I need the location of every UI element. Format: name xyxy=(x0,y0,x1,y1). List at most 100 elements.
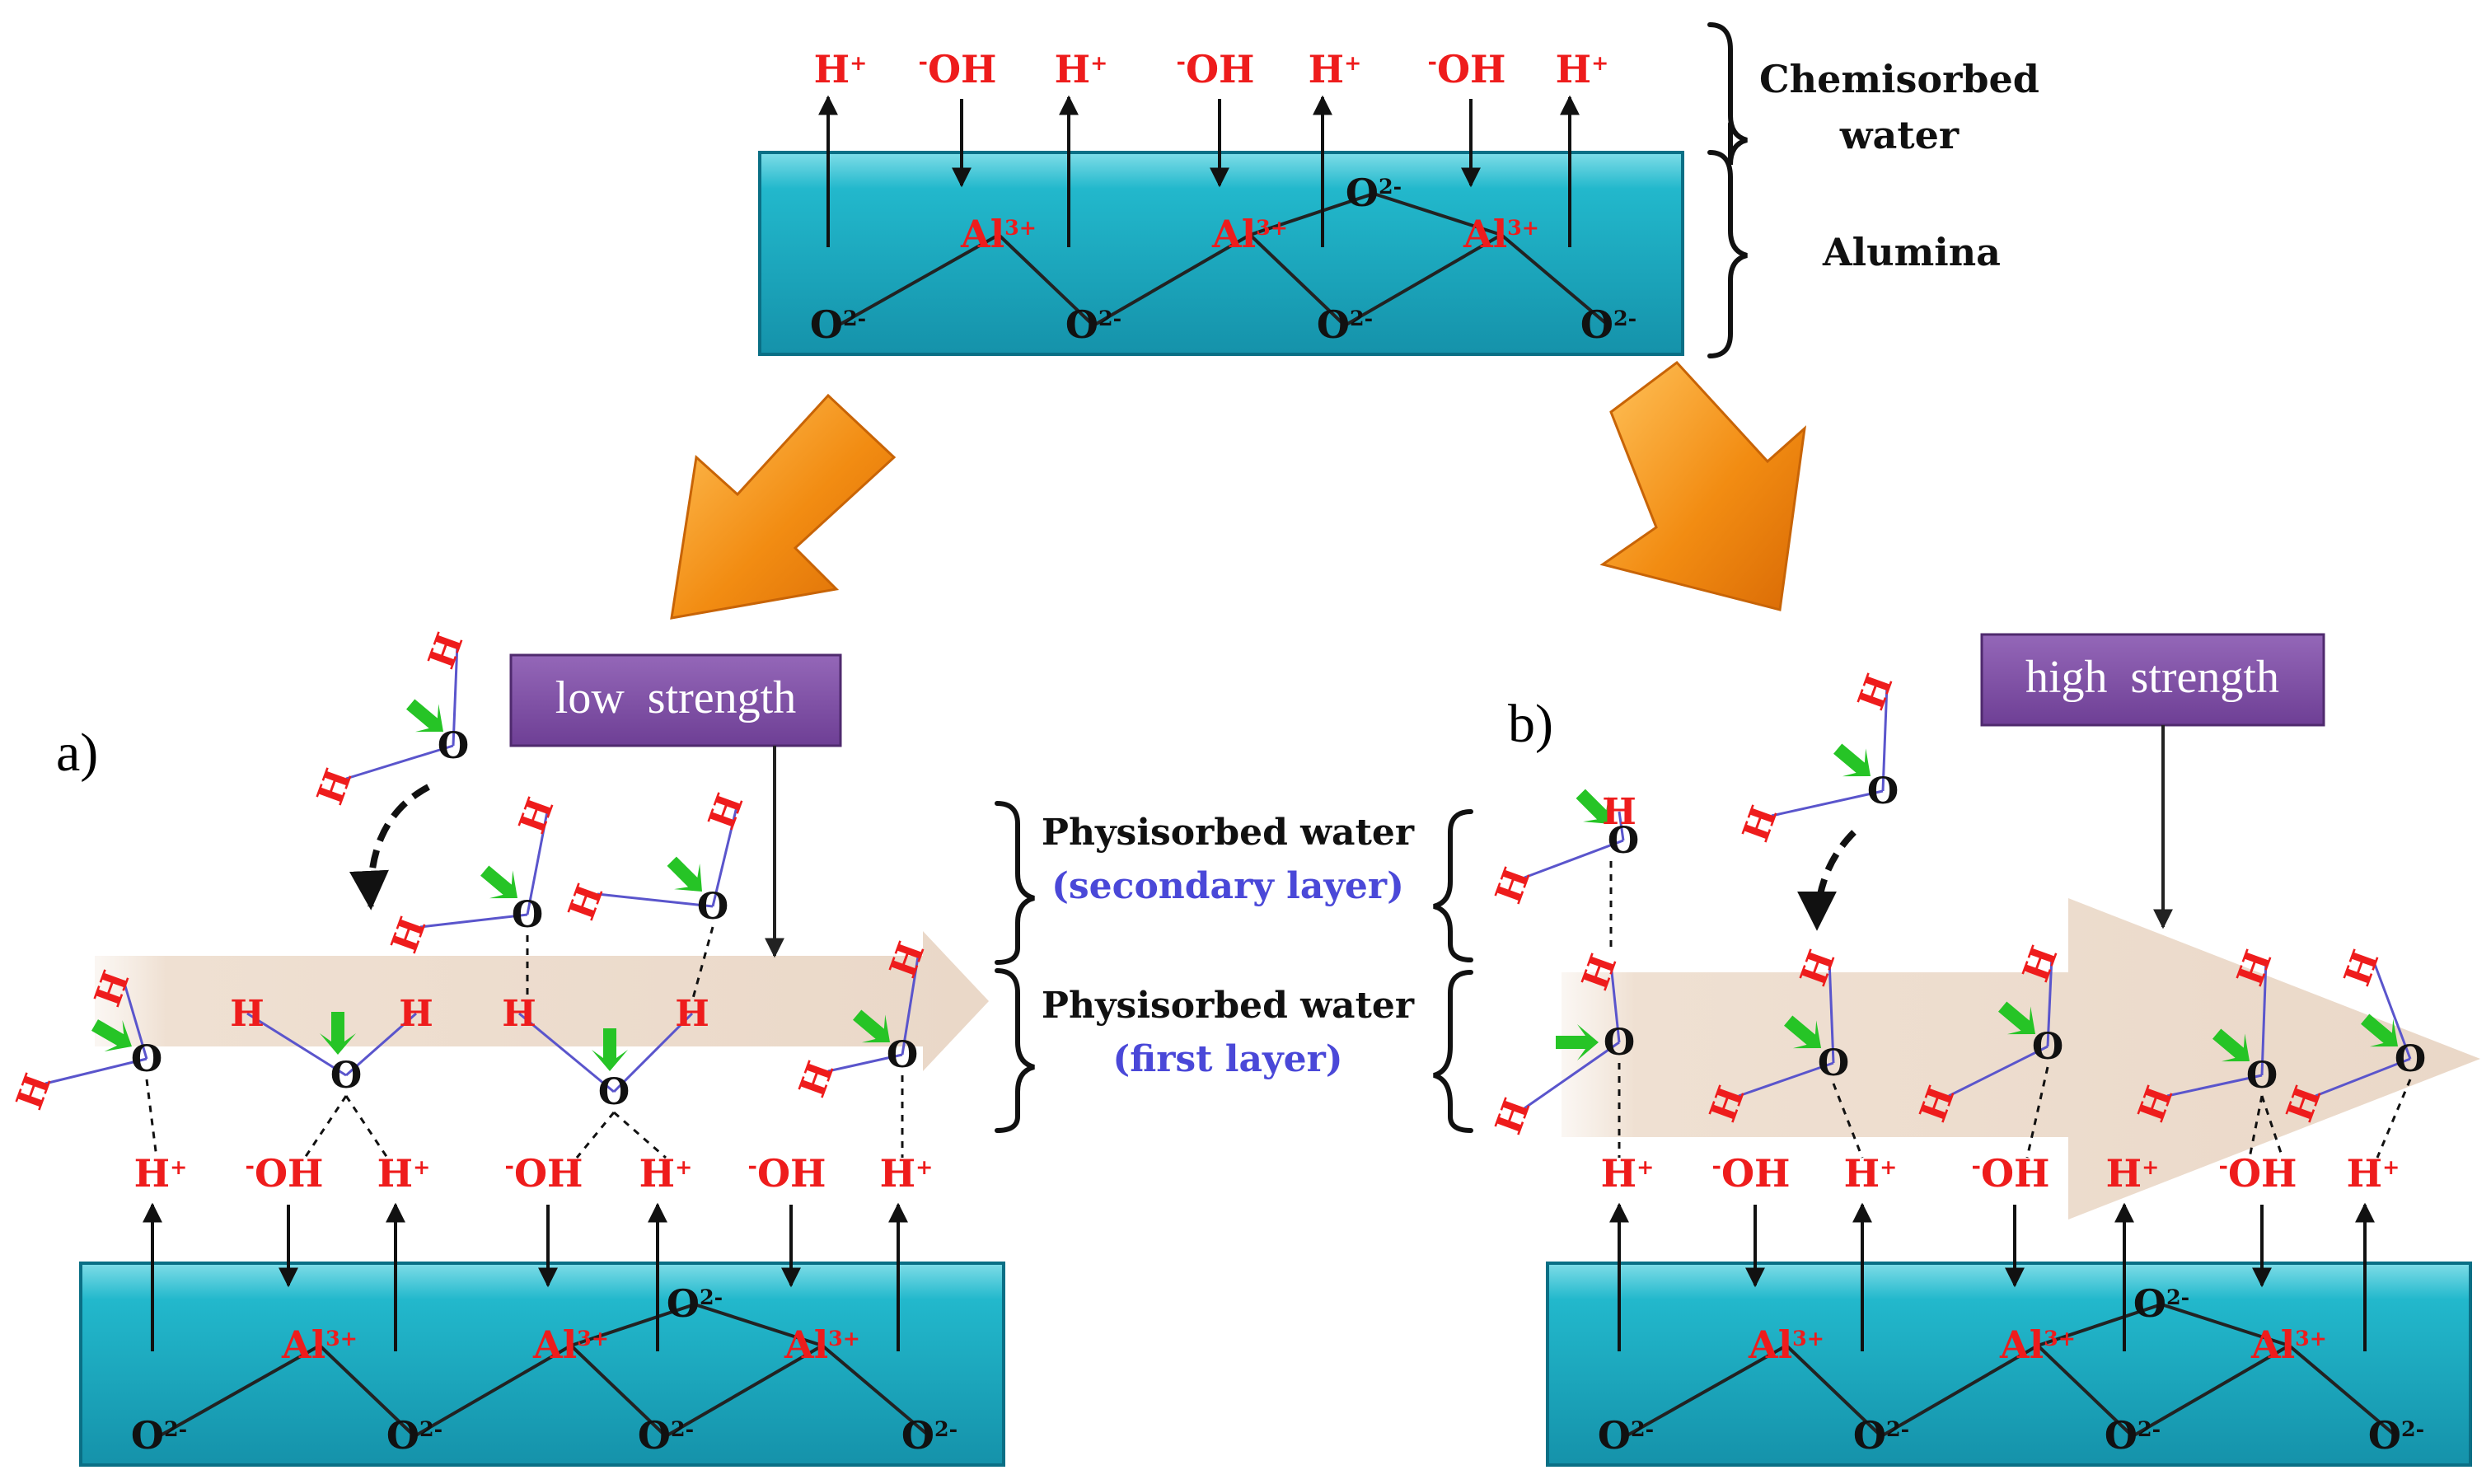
a-water-5-hydrogen-1: H xyxy=(383,912,434,959)
b-hydrogen-bond-4 xyxy=(2260,1095,2284,1159)
b-water-5-oh-bond-0 xyxy=(2372,959,2412,1060)
left-al-ion-0: Al3+ xyxy=(281,1322,358,1367)
a-water-3-hydrogen-1: H xyxy=(675,993,709,1035)
b-water-5-oh-bond-1 xyxy=(2315,1057,2411,1098)
orange-arrow-right xyxy=(1599,360,1807,611)
a-water-7-hydrogen-1: H xyxy=(309,764,360,811)
right-ion-5: -OH xyxy=(2219,1151,2297,1196)
top-ion-6: H+ xyxy=(1556,47,1609,91)
a-water-6-green-arrow xyxy=(667,856,702,892)
b-water-1-oxygen: O xyxy=(1604,1022,1635,1064)
a-water-4-oh-bond-1 xyxy=(827,1053,903,1073)
a-water-4-oxygen: O xyxy=(887,1034,918,1076)
a-water-5-oh-bond-1 xyxy=(419,913,528,929)
left-al-ion-2: Al3+ xyxy=(784,1322,860,1367)
a-water-5-oxygen: O xyxy=(512,894,543,936)
b-water-6-oh-bond-1 xyxy=(1524,839,1624,879)
b-water-2-oh-bond-0 xyxy=(1828,959,1835,1064)
b-hydrogen-bond-1 xyxy=(1832,1083,1864,1159)
a-approach-arrow xyxy=(349,784,430,911)
label-chemisorbed-line1: Chemisorbed xyxy=(1759,57,2039,101)
b-water-5-hydrogen-0: H xyxy=(2336,945,2387,992)
right-ion-3: -OH xyxy=(1972,1151,2050,1196)
a-water-7-oh-bond-0 xyxy=(452,642,459,747)
a-water-2-hydrogen-0: H xyxy=(230,993,265,1035)
right-oxide-ion-0: O2- xyxy=(1598,1413,1654,1458)
a-water-4-oh-bond-0 xyxy=(901,951,920,1056)
left-ion-4: H+ xyxy=(639,1151,693,1196)
b-hydrogen-bond-3 xyxy=(2248,1095,2264,1159)
left-oxide-ion-1: O2- xyxy=(386,1413,442,1458)
a-hydrogen-bond-0 xyxy=(145,1079,158,1159)
right-oxide-ion-3: O2- xyxy=(2368,1413,2424,1458)
b-water-7-oh-bond-1 xyxy=(1771,789,1884,817)
top-oxide-ion-3: O2- xyxy=(1580,302,1636,347)
b-water-5-green-arrow xyxy=(2361,1014,2398,1047)
left-oxide-ion-2: O2- xyxy=(638,1413,694,1458)
top-al-ion-2: Al3+ xyxy=(1463,212,1539,256)
a-water-1-oxygen: O xyxy=(131,1038,162,1080)
a-water-7-oh-bond-1 xyxy=(345,744,454,780)
top-oxide-ion-2: O2- xyxy=(1317,302,1373,347)
top-lattice-bond xyxy=(1343,233,1503,327)
right-al-ion-1: Al3+ xyxy=(1999,1322,2076,1367)
a-water-3-oxygen: O xyxy=(598,1071,630,1113)
left-lattice-bond xyxy=(318,1344,416,1438)
a-water-7-hydrogen-0: H xyxy=(420,628,471,675)
brace-secondary-a xyxy=(995,801,1035,965)
right-lattice-bond xyxy=(2037,1303,2162,1347)
a-hydrogen-bond-1 xyxy=(303,1095,348,1159)
top-ion-0: H+ xyxy=(814,47,868,91)
top-lattice-bond xyxy=(1249,192,1374,236)
a-water-2-oh-bond-0 xyxy=(246,1012,347,1077)
left-oxide-top: O2- xyxy=(667,1281,723,1326)
top-ion-2: H+ xyxy=(1055,47,1108,91)
right-ion-4: H+ xyxy=(2106,1151,2160,1196)
right-ion-6: H+ xyxy=(2347,1151,2400,1196)
left-lattice-bond xyxy=(570,1303,695,1347)
b-water-1-oh-bond-1 xyxy=(1524,1041,1620,1110)
left-ion-0: H+ xyxy=(134,1151,188,1196)
b-water-6-green-arrow xyxy=(1576,789,1611,824)
top-lattice-bond xyxy=(1092,233,1252,327)
right-oxide-top: O2- xyxy=(2133,1281,2189,1326)
b-water-4-oh-bond-0 xyxy=(2260,959,2268,1076)
brace-secondary-b xyxy=(1433,809,1473,962)
a-water-3-green-arrow xyxy=(592,1028,628,1071)
right-oxide-ion-2: O2- xyxy=(2105,1413,2161,1458)
right-lattice-bond xyxy=(1880,1344,2039,1438)
a-water-4-hydrogen-1: H xyxy=(791,1056,842,1103)
braces xyxy=(995,22,1748,1133)
label-chemisorbed-line2: water xyxy=(1839,113,1960,157)
panel-label-a: a) xyxy=(56,723,98,783)
a-water-2-oh-bond-1 xyxy=(345,1012,417,1077)
a-hydrogen-bond-4 xyxy=(613,1111,667,1159)
left-ion-1: -OH xyxy=(246,1151,324,1196)
b-approach-arrow xyxy=(1797,830,1857,931)
b-water-4-green-arrow xyxy=(2212,1028,2250,1062)
a-hydrogen-bond-3 xyxy=(575,1112,616,1159)
left-oxide-ion-3: O2- xyxy=(901,1413,958,1458)
left-ion-6: H+ xyxy=(880,1151,934,1196)
a-water-5-green-arrow xyxy=(480,865,517,899)
b-water-1-green-arrow xyxy=(1556,1024,1599,1060)
top-oxide-ion-1: O2- xyxy=(1065,302,1121,347)
panel-label-b: b) xyxy=(1508,694,1553,754)
a-water-7-green-arrow xyxy=(406,699,443,733)
b-water-4-oh-bond-1 xyxy=(2166,1074,2263,1098)
right-lattice-bond xyxy=(2131,1344,2291,1438)
top-lattice-bond xyxy=(1500,233,1610,327)
b-water-3-oh-bond-0 xyxy=(2046,955,2053,1047)
label-first-layer: (first layer) xyxy=(1112,1038,1342,1080)
top-lattice-bond xyxy=(997,233,1095,327)
brace-first-b xyxy=(1433,970,1473,1133)
label-physisorbed-secondary: Physisorbed water xyxy=(1042,812,1415,854)
left-lattice-bond xyxy=(821,1344,931,1438)
a-water-2-green-arrow xyxy=(320,1012,356,1055)
left-ion-5: -OH xyxy=(748,1151,826,1196)
left-lattice-bond xyxy=(664,1344,824,1438)
b-water-6-hydrogen-0: H xyxy=(1602,791,1636,833)
a-water-2-oxygen: O xyxy=(330,1055,362,1097)
low-strength-box: low strength xyxy=(509,653,842,747)
